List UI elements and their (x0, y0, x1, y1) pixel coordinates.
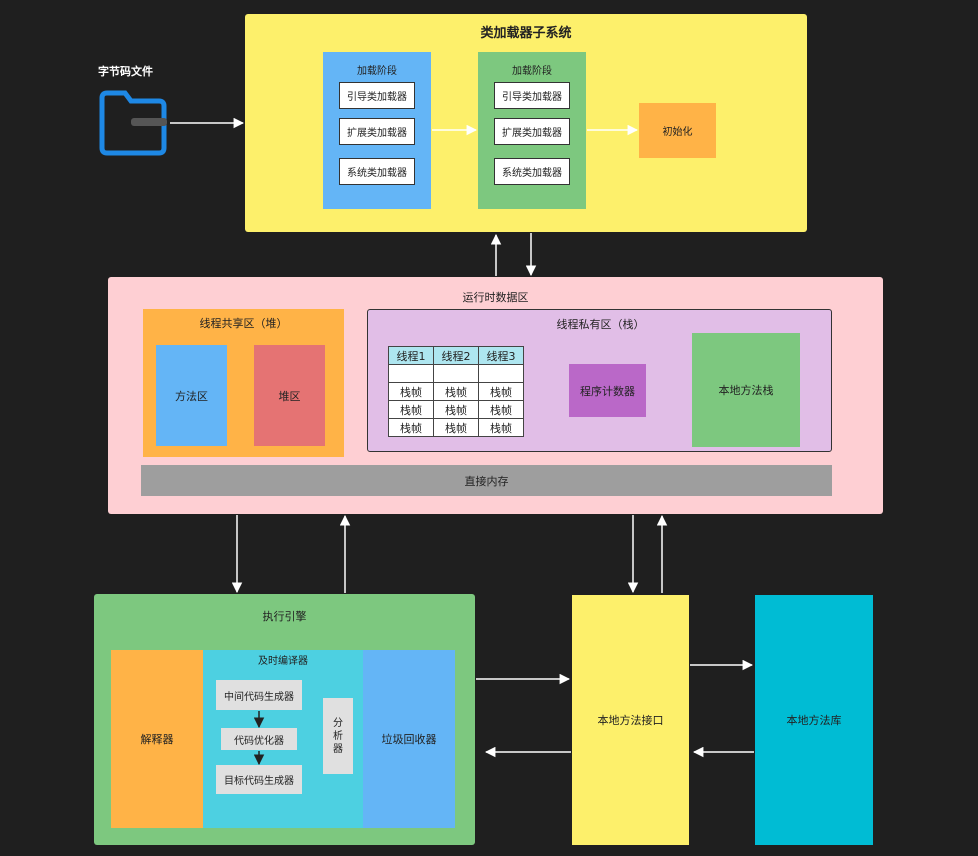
stack-frame: 栈帧 (433, 400, 479, 419)
native-method-interface: 本地方法接口 (572, 595, 689, 845)
code-optimizer: 代码优化器 (221, 728, 297, 750)
target-code-generator: 目标代码生成器 (216, 765, 302, 794)
system-loader: 系统类加载器 (339, 158, 415, 185)
program-counter: 程序计数器 (569, 364, 646, 417)
native-method-stack: 本地方法栈 (692, 333, 800, 447)
thread-1-header: 线程1 (388, 346, 434, 365)
bootstrap-loader: 引导类加载器 (494, 82, 570, 109)
thread-stack-table: 线程1 线程2 线程3 栈帧 栈帧 栈帧 栈帧 栈帧 栈帧 栈帧 栈帧 栈帧 (388, 346, 524, 437)
interpreter: 解释器 (111, 650, 203, 828)
private-title: 线程私有区（栈） (556, 318, 645, 331)
stack-frame: 栈帧 (388, 382, 434, 401)
method-area: 方法区 (156, 345, 227, 446)
thread-3-header: 线程3 (478, 346, 524, 365)
stack-frame: 栈帧 (478, 400, 524, 419)
thread-shared-area: 线程共享区（堆） 方法区 堆区 (143, 309, 344, 457)
stack-frame: 栈帧 (388, 418, 434, 437)
heap-area: 堆区 (254, 345, 325, 446)
analyzer: 分 析 器 (323, 698, 353, 774)
bytecode-label: 字节码文件 (98, 65, 153, 78)
thread-2-header: 线程2 (433, 346, 479, 365)
shared-title: 线程共享区（堆） (199, 317, 288, 330)
engine-title: 执行引擎 (262, 610, 307, 623)
native-method-library: 本地方法库 (755, 595, 873, 845)
stage-title: 加载阶段 (357, 66, 397, 77)
bootstrap-loader: 引导类加载器 (339, 82, 415, 109)
extension-loader: 扩展类加载器 (494, 118, 570, 145)
stack-frame: 栈帧 (478, 418, 524, 437)
stack-frame: 栈帧 (433, 382, 479, 401)
direct-memory: 直接内存 (141, 465, 832, 496)
loading-stage-2: 加载阶段 引导类加载器 扩展类加载器 系统类加载器 (478, 52, 586, 209)
stack-frame: 栈帧 (433, 418, 479, 437)
stage-title: 加载阶段 (512, 66, 552, 77)
class-loader-title: 类加载器子系统 (480, 26, 572, 41)
extension-loader: 扩展类加载器 (339, 118, 415, 145)
folder-icon (99, 90, 167, 156)
system-loader: 系统类加载器 (494, 158, 570, 185)
stack-frame: 栈帧 (478, 382, 524, 401)
loading-stage-1: 加载阶段 引导类加载器 扩展类加载器 系统类加载器 (323, 52, 431, 209)
stack-frame: 栈帧 (388, 400, 434, 419)
jit-compiler: 及时编译器 中间代码生成器 代码优化器 目标代码生成器 分 析 器 (203, 650, 363, 828)
initialization-box: 初始化 (639, 103, 716, 158)
intermediate-code-generator: 中间代码生成器 (216, 680, 302, 710)
runtime-title: 运行时数据区 (462, 291, 529, 304)
jit-title: 及时编译器 (258, 656, 308, 667)
garbage-collector: 垃圾回收器 (363, 650, 455, 828)
